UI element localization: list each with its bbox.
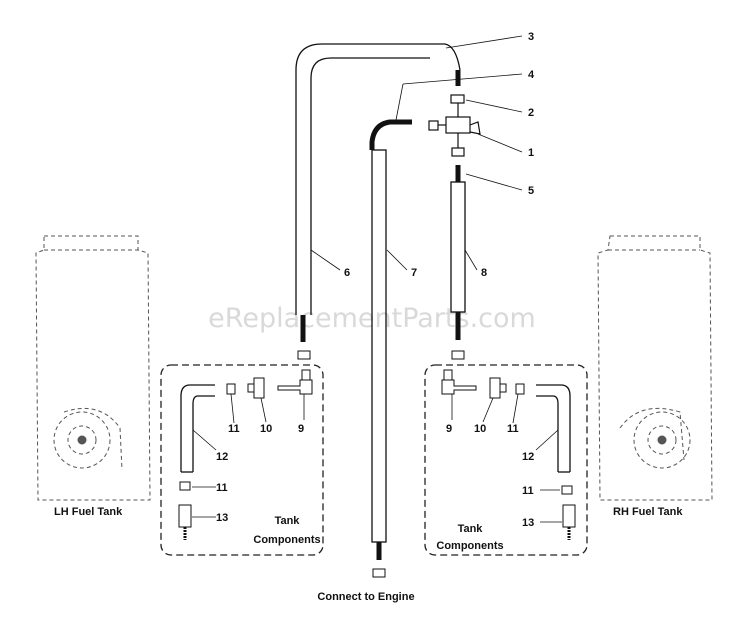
left-tank-components-label-1: Tank [275,515,301,527]
hose-8 [450,165,466,340]
right-tank-components-box [424,364,588,556]
lh-fuel-tank [35,235,151,501]
right-callout-9: 9 [446,423,452,435]
left-tank-components-box [160,364,324,556]
right-callout-13: 13 [522,517,534,529]
right-callout-12: 12 [522,451,534,463]
right-callout-11b: 11 [522,485,534,497]
right-callout-10: 10 [474,423,486,435]
callout-5: 5 [528,185,534,197]
rh-fuel-tank-label: RH Fuel Tank [613,506,683,518]
callouts: 3 4 2 1 5 6 7 8 9 10 11 12 11 13 9 10 11… [216,31,535,529]
left-callout-11: 11 [228,423,240,435]
right-tank-components-label-1: Tank [458,523,484,535]
fuel-valve [428,94,481,157]
hose-7 [369,119,412,560]
callout-3: 3 [528,31,534,43]
hose-3 [295,43,461,342]
leader-lines [192,35,562,523]
callout-6: 6 [344,267,350,279]
callout-8: 8 [481,267,487,279]
callout-4: 4 [528,69,535,81]
lh-fuel-tank-label: LH Fuel Tank [54,506,123,518]
right-callout-11: 11 [507,423,519,435]
left-callout-13: 13 [216,512,228,524]
connect-to-engine-label: Connect to Engine [317,591,414,603]
left-callout-11b: 11 [216,482,228,494]
callout-1: 1 [528,147,534,159]
callout-7: 7 [411,267,417,279]
left-tank-components-label-2: Components [253,534,320,546]
left-callout-12: 12 [216,451,228,463]
clamps [297,350,465,578]
right-tank-components-label-2: Components [436,540,503,552]
left-callout-10: 10 [260,423,272,435]
rh-fuel-tank [597,235,713,501]
callout-2: 2 [528,107,534,119]
left-callout-9: 9 [298,423,304,435]
